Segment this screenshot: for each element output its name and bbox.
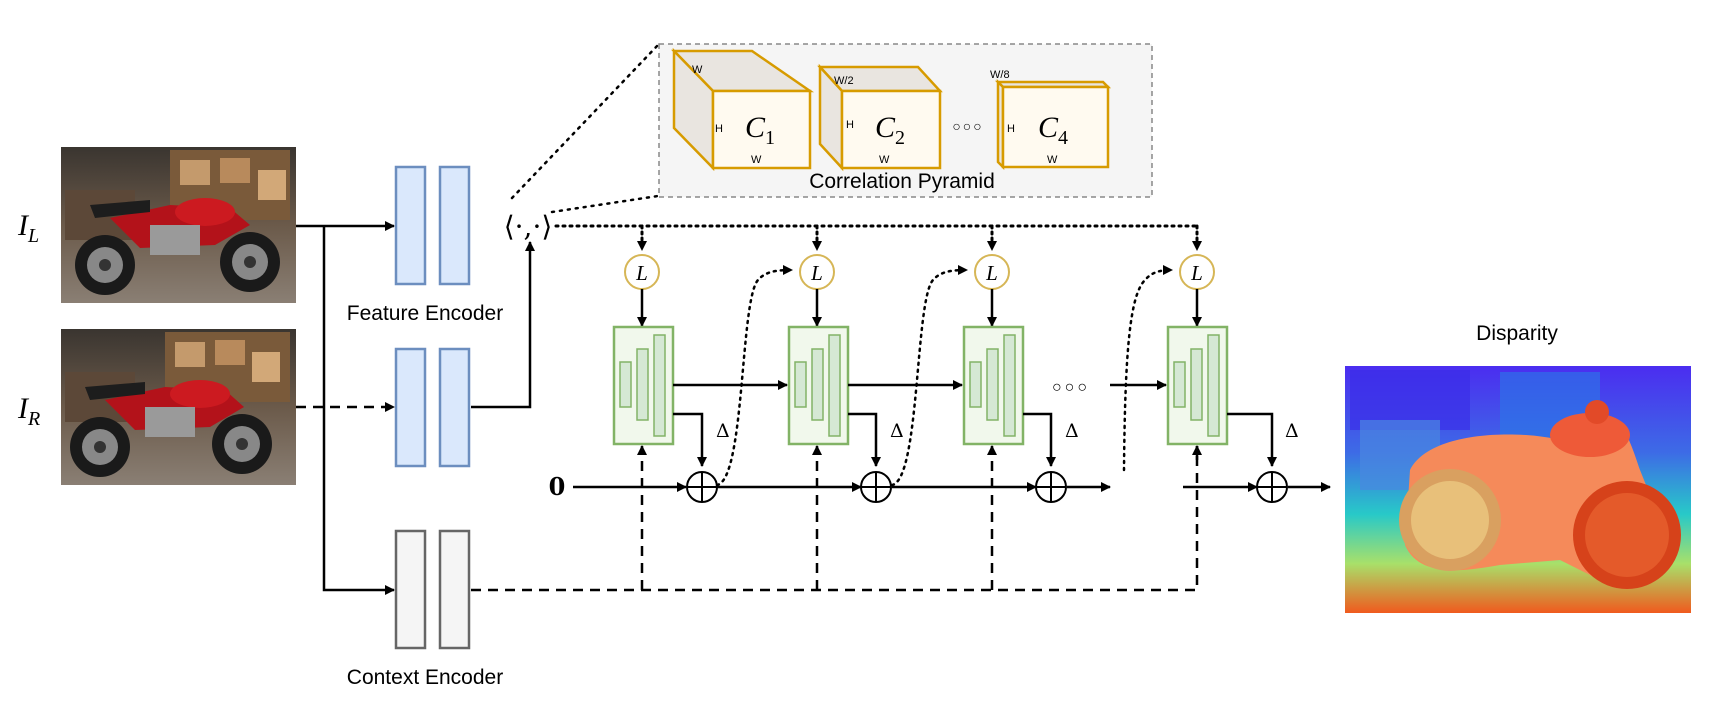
disparity-output-image [1345, 366, 1691, 613]
pyramid-level-c4: W/8 H W C4 [990, 69, 1112, 171]
delta-connectors [673, 412, 1277, 467]
update-block-4 [1166, 325, 1229, 446]
pyramid-level-c1: W H W C1 [671, 47, 815, 172]
pyramid-zoom-lines [510, 43, 660, 214]
delta-label-4: Δ [1285, 420, 1299, 442]
svg-text:C2: C2 [875, 111, 905, 149]
delta-label-3: Δ [1065, 420, 1079, 442]
correlation-pyramid-label: Correlation Pyramid [809, 170, 995, 193]
pyramid-ellipsis: ○○○ [952, 118, 983, 134]
svg-text:W: W [1047, 154, 1058, 166]
svg-text:H: H [846, 119, 854, 131]
svg-text:W: W [751, 154, 762, 166]
svg-text:C1: C1 [745, 111, 775, 149]
svg-text:W: W [879, 154, 890, 166]
delta-label-2: Δ [890, 420, 904, 442]
sum-node-1 [686, 471, 718, 503]
feature-encoder-right [394, 347, 471, 468]
input-left-label: IL [17, 209, 39, 247]
svg-text:H: H [715, 123, 723, 135]
sum-node-2 [860, 471, 892, 503]
zero-initialization-label: 0 [549, 472, 566, 501]
svg-text:L: L [1190, 261, 1203, 285]
lookup-node-1: L [624, 254, 660, 290]
lookup-node-4: L [1179, 254, 1215, 290]
right-input-image [61, 329, 296, 485]
disparity-label: Disparity [1476, 322, 1558, 345]
feature-encoder-left [394, 165, 471, 286]
svg-text:L: L [810, 261, 823, 285]
svg-text:W/2: W/2 [834, 75, 854, 87]
svg-text:H: H [1007, 123, 1015, 135]
correlation-bus [554, 224, 1202, 252]
context-encoder [394, 529, 471, 650]
correlation-operator: ⟨·,·⟩ [504, 210, 553, 243]
sum-node-3 [1035, 471, 1067, 503]
pyramid-level-c2: W/2 H W C2 [817, 63, 943, 172]
context-encoder-label: Context Encoder [347, 666, 503, 689]
update-block-3 [962, 325, 1025, 446]
feature-encoder-label: Feature Encoder [347, 302, 503, 325]
feature-to-correlation-connector [471, 241, 535, 409]
svg-text:C4: C4 [1038, 111, 1068, 149]
lookup-to-gru-connectors [637, 289, 1202, 327]
input-right-label: IR [17, 392, 40, 430]
context-bus [471, 445, 1199, 592]
sum-node-4 [1256, 471, 1288, 503]
svg-text:W: W [692, 64, 703, 76]
disparity-feedback-curves [715, 265, 1174, 487]
svg-text:L: L [985, 261, 998, 285]
left-input-image [61, 147, 296, 303]
svg-text:W/8: W/8 [990, 69, 1010, 81]
lookup-node-2: L [799, 254, 835, 290]
iteration-ellipsis: ○○○ [1052, 379, 1090, 396]
delta-label-1: Δ [716, 420, 730, 442]
update-block-2 [787, 325, 850, 446]
update-block-1 [612, 325, 675, 446]
lookup-node-3: L [974, 254, 1010, 290]
input-connectors [296, 221, 395, 595]
svg-text:L: L [635, 261, 648, 285]
